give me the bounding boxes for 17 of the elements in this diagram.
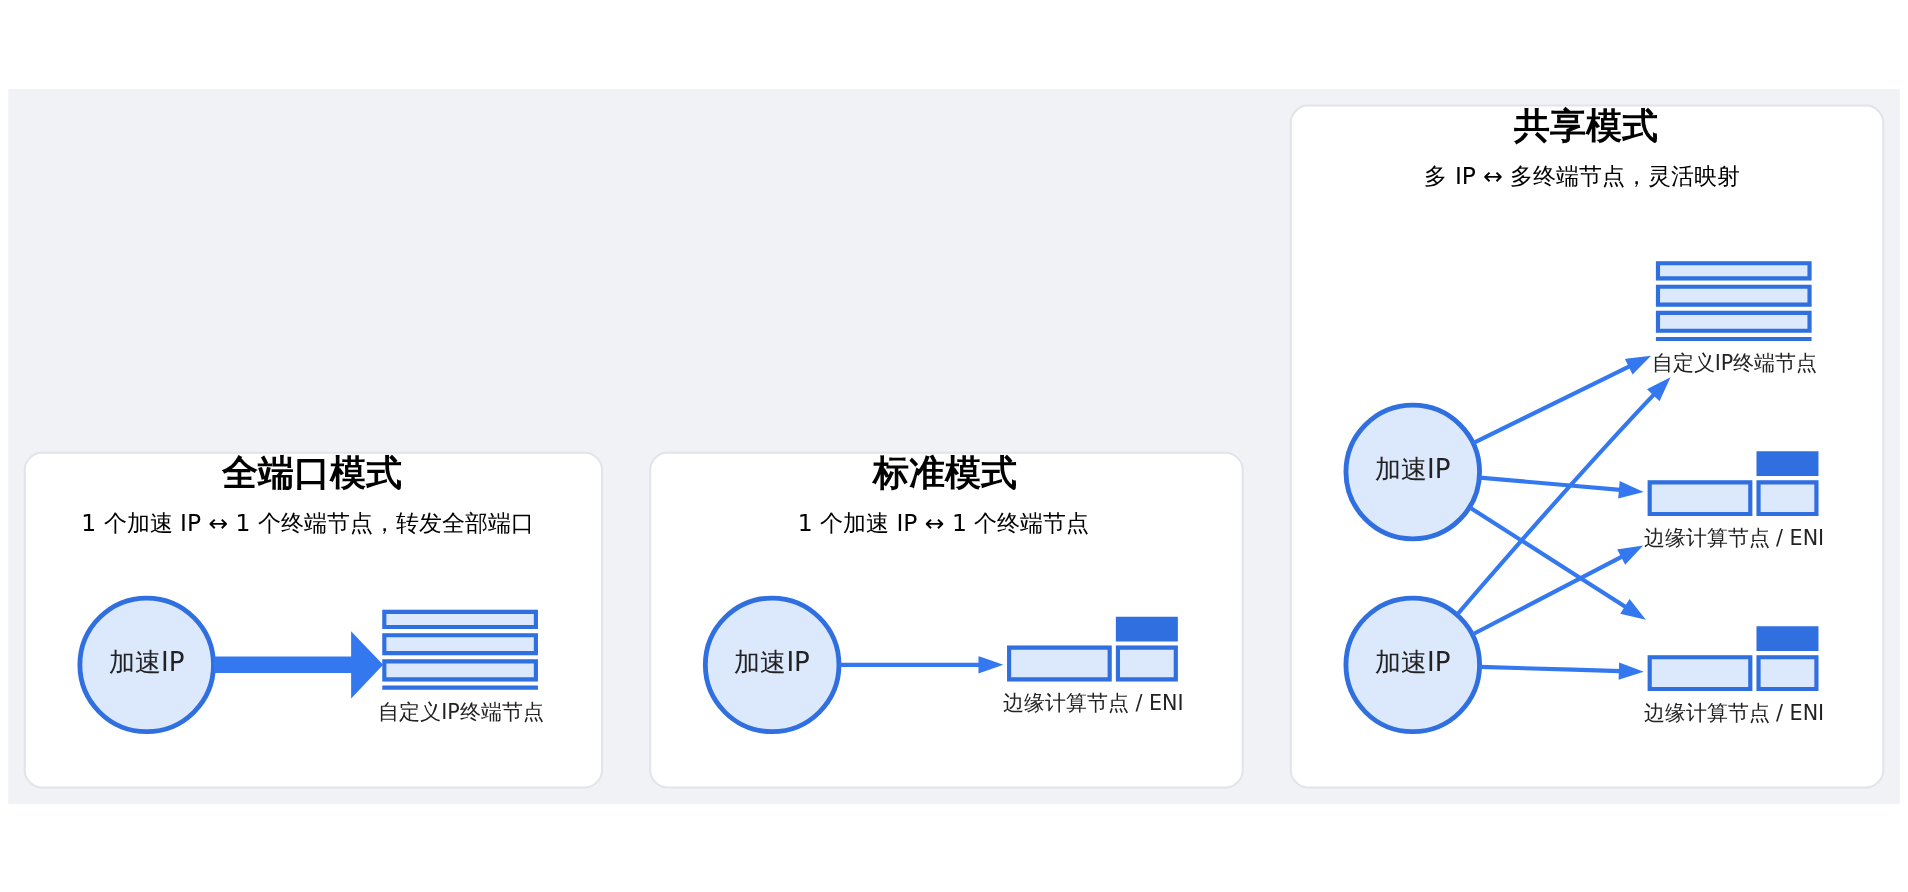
arrow — [1479, 475, 1644, 498]
node-circle: 加速IP — [702, 595, 842, 734]
node-label: 自定义IP终端节点 — [1651, 350, 1818, 375]
arrow — [839, 655, 1004, 674]
arrow — [1468, 505, 1646, 620]
node-circle: 加速IP — [77, 595, 216, 734]
arrow — [1471, 545, 1644, 636]
arrow — [1455, 376, 1671, 616]
node-circle: 加速IP — [1343, 402, 1482, 541]
node-circle: 加速IP — [1343, 595, 1482, 734]
node-label: 边缘计算节点 / ENI — [1643, 700, 1825, 725]
arrow — [1472, 355, 1652, 445]
node-label: 边缘计算节点 / ENI — [1643, 525, 1825, 550]
arrow — [213, 630, 384, 699]
arrow — [1479, 661, 1644, 680]
node-label: 自定义IP终端节点 — [378, 699, 544, 724]
node-label: 边缘计算节点 / ENI — [1002, 690, 1184, 715]
